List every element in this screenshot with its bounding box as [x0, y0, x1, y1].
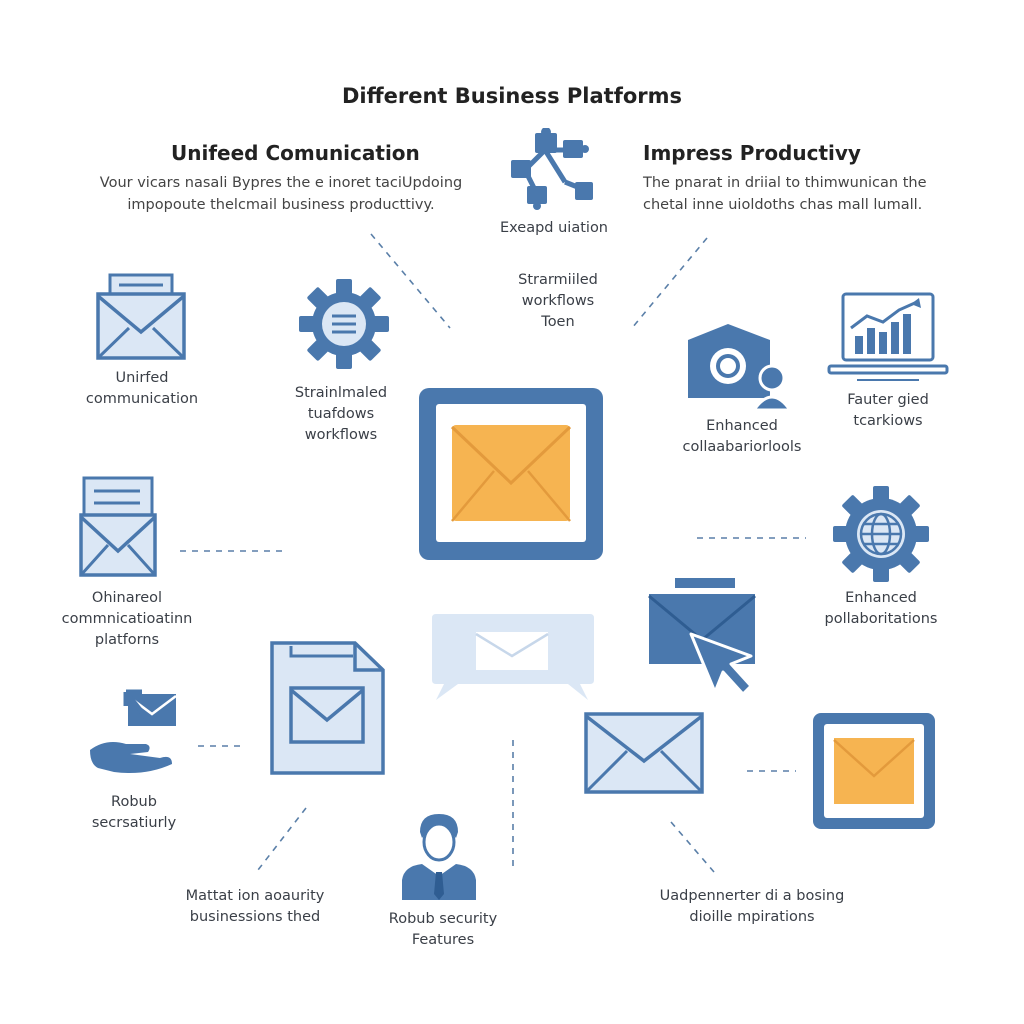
left-desc-line-1: Vour vicars nasali Bypres the e inoret t…	[99, 175, 463, 191]
label-line: Robub security	[388, 911, 498, 927]
streamlined-workflows-label: Strainlmaled tuafdows workflows	[270, 383, 412, 446]
enhanced-collaboration-label: Enhanced collaabariorlools	[662, 416, 822, 458]
robust-security-features-label: Robub security Features	[370, 909, 516, 951]
label-line: pollaboritations	[824, 611, 938, 627]
label-line: Uadpennerter di a bosing	[659, 888, 845, 904]
label-line: workflows	[521, 293, 595, 309]
label-line: Fauter gied	[847, 392, 929, 408]
label-line: Enhanced	[706, 418, 778, 434]
label-line: workflows	[304, 427, 378, 443]
enhanced-pollaboration-label: Enhanced pollaboritations	[806, 588, 956, 630]
label-line: Strarmiiled	[518, 272, 598, 288]
envelope-cursor-icon	[648, 578, 756, 696]
label-line: Strainlmaled	[294, 385, 388, 401]
label-line: Robub	[111, 794, 157, 810]
label-line: dioille mpirations	[689, 909, 815, 925]
label-line: Toen	[541, 314, 575, 330]
letter-tray-icon	[96, 273, 186, 360]
robust-security-left-label: Robub secrsatiurly	[64, 792, 204, 834]
mattation-security-label: Mattat ion aoaurity businessions thed	[160, 886, 350, 928]
chat-envelope-icon	[432, 614, 594, 700]
left-desc-line-2: impopoute thelcmail business producttivy…	[127, 197, 435, 213]
unified-communication-label: Unirfed communication	[64, 368, 220, 410]
uadpenner-label: Uadpennerter di a bosing dioille mpirati…	[640, 886, 864, 928]
label-line: communication	[85, 391, 199, 407]
document-envelope-icon	[270, 641, 385, 775]
label-line: Enhanced	[845, 590, 917, 606]
gear-globe-icon	[833, 486, 929, 582]
left-description: Vour vicars nasali Bypres the e inoret t…	[86, 172, 476, 216]
right-heading: Impress Productivy	[643, 141, 861, 165]
faster-workflows-label: Fauter gied tcarkiows	[820, 390, 956, 432]
omnichannel-label: Ohinareol commnicatioatinn platforns	[52, 588, 202, 651]
puzzle-label: Exeapd uiation	[500, 220, 608, 236]
document-tray-icon	[79, 476, 157, 577]
monitor-chart-icon	[827, 292, 949, 381]
label-line: Mattat ion aoaurity	[185, 888, 325, 904]
right-description: The pnarat in driial to thimwunican the …	[643, 172, 983, 216]
page-title: Different Business Platforms	[341, 84, 683, 108]
label-line: tcarkiows	[853, 413, 923, 429]
gear-list-icon	[299, 279, 389, 369]
label-line: Ohinareol	[91, 590, 163, 606]
label-line: Features	[411, 932, 475, 948]
streamlined-top-label: Strarmiiled workflows Toen	[493, 270, 623, 333]
envelope-icon	[584, 712, 704, 794]
puzzle-network-icon	[511, 128, 593, 210]
label-line: Unirfed	[115, 370, 169, 386]
label-line: secrsatiurly	[91, 815, 177, 831]
right-desc-line-1: The pnarat in driial to thimwunican the	[643, 175, 927, 191]
mail-user-icon	[688, 324, 792, 412]
envelope-frame-small-icon	[813, 713, 935, 829]
label-line: tuafdows	[307, 406, 375, 422]
right-desc-line-2: chetal inne uioldoths chas mall lumall.	[643, 197, 923, 213]
label-line: businessions thed	[189, 909, 321, 925]
left-heading: Unifeed Comunication	[171, 141, 420, 165]
label-line: platforns	[94, 632, 160, 648]
envelope-frame-icon	[419, 388, 603, 560]
businessman-icon	[402, 814, 476, 900]
label-line: commnicatioatinn	[61, 611, 193, 627]
label-line: collaabariorlools	[682, 439, 802, 455]
hand-envelope-icon	[90, 689, 177, 773]
